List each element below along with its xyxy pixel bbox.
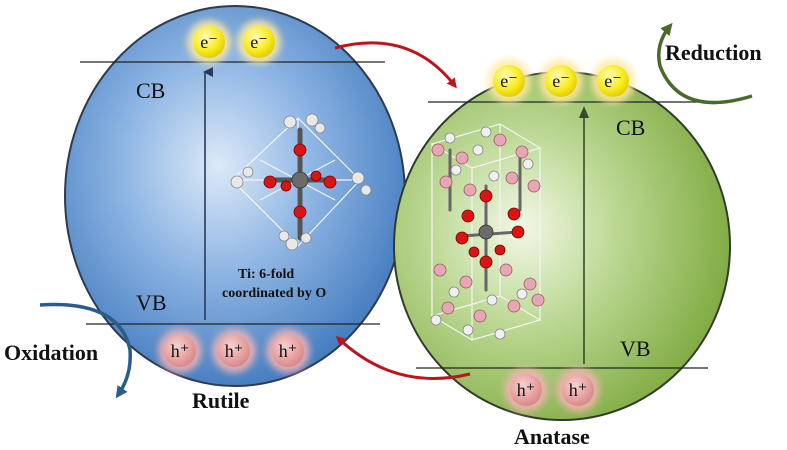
electron: e⁻ <box>187 20 231 64</box>
hole-label: h⁺ <box>569 380 588 400</box>
hole-label: h⁺ <box>517 380 536 400</box>
hole-label: h⁺ <box>171 341 190 361</box>
electron: e⁻ <box>539 59 583 103</box>
electron-circle <box>193 26 225 58</box>
anatase-vb-label: VB <box>620 336 651 361</box>
anatase-name-label: Anatase <box>514 424 590 449</box>
rutile-ellipse <box>64 5 406 387</box>
rutile-crystal-structure-image <box>230 113 372 251</box>
structure-note-line1: Ti: 6-fold <box>238 267 294 282</box>
hole-label: h⁺ <box>225 341 244 361</box>
rutile-cb-label: CB <box>136 78 165 103</box>
hole: h⁺ <box>212 329 256 373</box>
structure-note-line2: coordinated by O <box>222 286 326 301</box>
oxidation-arrow <box>39 302 132 399</box>
electron-circle <box>243 26 275 58</box>
rutile-particle: CB VB <box>64 5 406 387</box>
electron: e⁻ <box>237 20 281 64</box>
rutile-electrons: e⁻ e⁻ <box>187 20 281 64</box>
electron: e⁻ <box>487 59 531 103</box>
rutile-name-label: Rutile <box>192 388 250 413</box>
hole: h⁺ <box>158 329 202 373</box>
electron-label: e⁻ <box>250 32 268 52</box>
electron: e⁻ <box>591 59 635 103</box>
rutile-vb-label: VB <box>136 290 167 315</box>
hole: h⁺ <box>556 368 600 412</box>
hole-circle <box>218 335 250 367</box>
hole-label: h⁺ <box>279 341 298 361</box>
anatase-electrons: e⁻ e⁻ e⁻ <box>487 59 635 103</box>
anatase-particle: CB VB <box>393 71 731 421</box>
electron-label: e⁻ <box>552 71 570 91</box>
hole: h⁺ <box>504 368 548 412</box>
hole-circle <box>272 335 304 367</box>
hole-circle <box>562 374 594 406</box>
electron-transfer-arrow <box>334 41 457 89</box>
hole-circle <box>164 335 196 367</box>
hole-circle <box>510 374 542 406</box>
electron-circle <box>545 65 577 97</box>
electron-label: e⁻ <box>200 32 218 52</box>
electron-label: e⁻ <box>500 71 518 91</box>
reduction-label: Reduction <box>665 40 762 65</box>
hole: h⁺ <box>266 329 310 373</box>
hole-transfer-arrow <box>335 335 471 380</box>
electron-label: e⁻ <box>604 71 622 91</box>
anatase-crystal-structure-image <box>430 123 545 341</box>
anatase-cb-label: CB <box>616 115 645 140</box>
electron-circle <box>597 65 629 97</box>
electron-circle <box>493 65 525 97</box>
anatase-holes: h⁺ h⁺ <box>504 368 600 412</box>
reduction-arrow <box>657 22 753 105</box>
oxidation-label: Oxidation <box>4 340 98 365</box>
rutile-holes: h⁺ h⁺ h⁺ <box>158 329 310 373</box>
